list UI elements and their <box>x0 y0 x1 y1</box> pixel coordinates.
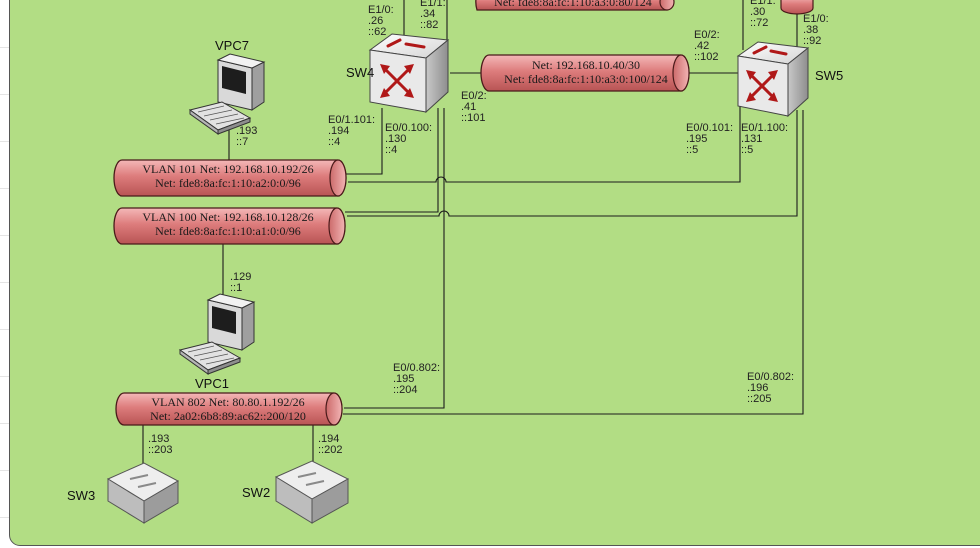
sw5-e02-label: E0/2: .42 ::102 <box>694 29 720 63</box>
pipe-sw4-sw5-label: Net: 192.168.10.40/30 Net: fde8:8a:fc:1:… <box>488 58 684 86</box>
pipe-vlan802-label: VLAN 802 Net: 80.80.1.192/26 Net: 2a02:6… <box>124 395 332 423</box>
sw4-e10-label: E1/0: .26 ::62 <box>368 4 394 38</box>
pipe-vlan100-line1: VLAN 100 Net: 192.168.10.128/26 <box>142 210 314 224</box>
pipe-vlan101-line1: VLAN 101 Net: 192.168.10.192/26 <box>142 162 314 176</box>
sw5-e10-label: E1/0: .38 ::92 <box>803 13 829 47</box>
pipe-vlan802 <box>115 392 343 426</box>
vpc7-label: VPC7 <box>215 38 249 53</box>
pipe-vlan100-line2: Net: fde8:8a:fc:1:10:a1:0:0/96 <box>155 224 301 238</box>
sw2-address-label: .194 ::202 <box>318 433 343 456</box>
link-sw5-vlan802 <box>343 110 804 415</box>
pipe-sw4-sw5-line2: Net: fde8:8a:fc:1:10:a3:0:100/124 <box>504 72 668 86</box>
link-sw5-vlan101 <box>348 100 741 183</box>
sw5-label: SW5 <box>815 68 844 83</box>
sw4-e00802-label: E0/0.802: .195 ::204 <box>393 362 441 396</box>
sw3-icon[interactable] <box>106 462 180 524</box>
sw5-e11-label: E1/1: .30 ::72 <box>750 0 776 29</box>
sw5-icon[interactable] <box>736 41 810 118</box>
link-sw4-vlan802 <box>344 108 445 409</box>
pipe-vlan101-label: VLAN 101 Net: 192.168.10.192/26 Net: fde… <box>118 162 338 190</box>
vpc7-icon[interactable] <box>188 53 266 135</box>
pipe-vlan100 <box>113 207 346 245</box>
pipe-top-partial-label: Net: fde8:8a:fc:1:10:a3:0:80/124 <box>494 0 652 9</box>
pipe-vlan101-line2: Net: fde8:8a:fc:1:10:a2:0:0/96 <box>155 176 301 190</box>
sw5-e00101-label: E0/0.101: .195 ::5 <box>686 122 734 156</box>
pipe-top-right-partial <box>780 0 814 15</box>
sw3-label: SW3 <box>67 488 96 503</box>
pipe-vlan802-line2: Net: 2a02:6b8:89:ac62::200/120 <box>150 409 306 423</box>
link-sw5-vlan100 <box>347 110 798 217</box>
vpc1-address-label: .129 ::1 <box>230 271 252 294</box>
link-lines <box>142 0 804 466</box>
pipe-sw4-sw5 <box>480 54 690 92</box>
sw4-e00100-label: E0/0.100: .130 ::4 <box>385 122 433 156</box>
sw4-e11-label: E1/1: .34 ::82 <box>420 0 446 31</box>
sw2-icon[interactable] <box>274 460 350 524</box>
link-sw4-vlan100 <box>345 108 439 213</box>
sw2-label: SW2 <box>242 485 271 500</box>
sw4-e02-label: E0/2: .41 ::101 <box>461 90 487 124</box>
pipe-vlan101 <box>113 159 347 197</box>
pipe-vlan100-label: VLAN 100 Net: 192.168.10.128/26 Net: fde… <box>118 210 338 238</box>
vpc1-icon[interactable] <box>178 293 256 375</box>
link-sw4-vlan101 <box>346 108 383 175</box>
sw4-label: SW4 <box>346 65 375 80</box>
vpc7-address-label: .193 ::7 <box>236 125 258 148</box>
sw3-address-label: .193 ::203 <box>148 433 173 456</box>
pipe-top-partial <box>475 0 675 11</box>
sw5-e00802-label: E0/0.802: .196 ::205 <box>747 371 795 405</box>
sw4-icon[interactable] <box>368 33 450 114</box>
pipe-sw4-sw5-line1: Net: 192.168.10.40/30 <box>532 58 640 72</box>
sw5-e01100-label: E0/1.100: .131 ::5 <box>741 122 789 156</box>
pipe-vlan802-line1: VLAN 802 Net: 80.80.1.192/26 <box>151 395 305 409</box>
vpc1-label: VPC1 <box>195 376 229 391</box>
sw4-e01101-label: E0/1.101: .194 ::4 <box>328 114 376 148</box>
